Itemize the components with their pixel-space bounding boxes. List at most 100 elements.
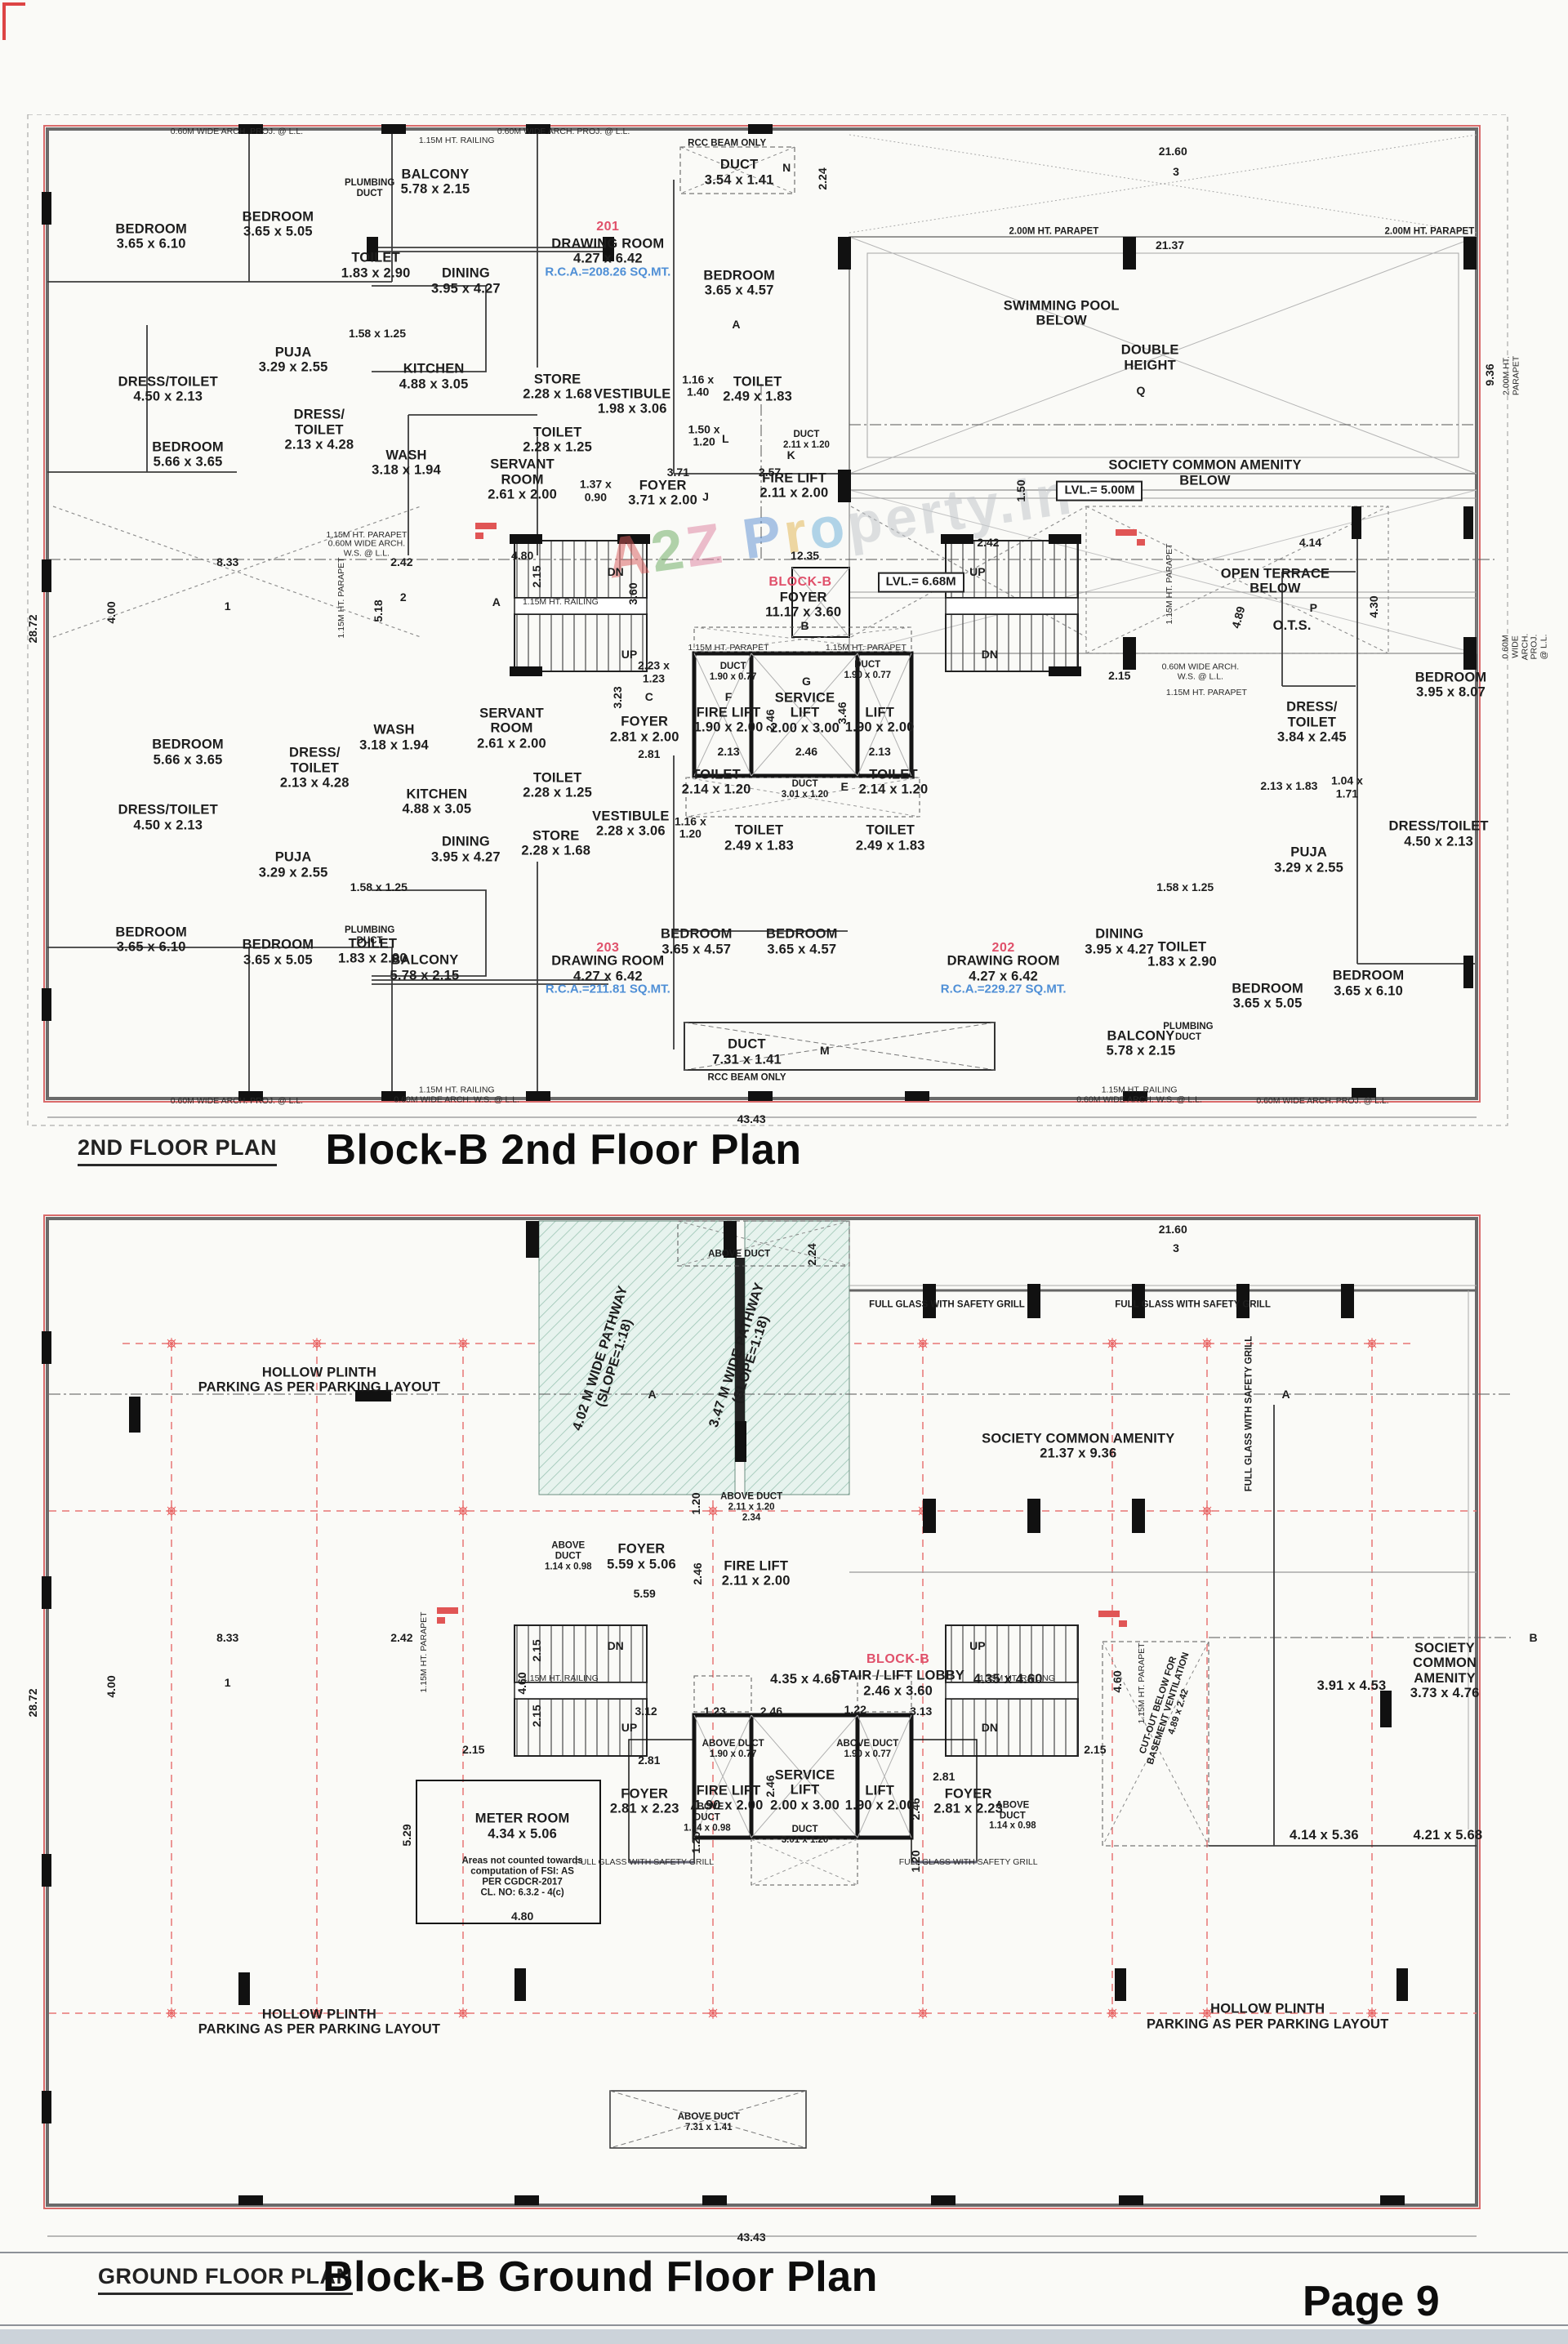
plan-label: M bbox=[820, 1043, 830, 1057]
plan-label: DRAWING ROOM 4.27 x 6.42 bbox=[551, 954, 665, 984]
plan-label: 1.15M HT. PARAPET bbox=[336, 557, 347, 639]
plan-label: A bbox=[1281, 1387, 1290, 1401]
plan-label: 1.15M HT. RAILING 0.60M WIDE ARCH. W.S. … bbox=[1076, 1085, 1202, 1105]
plan-label: BEDROOM 3.95 x 8.07 bbox=[1414, 670, 1487, 700]
plan-label: DUCT 1.90 x 0.77 bbox=[844, 659, 892, 680]
plan-label: R.C.A.=229.27 SQ.MT. bbox=[940, 982, 1067, 996]
plan-label: 0.60M WIDE ARCH. PROJ. @ L.L. bbox=[170, 1096, 304, 1107]
scan-bottom-strip bbox=[0, 2329, 1568, 2344]
plan-label: 2.81 bbox=[933, 1770, 956, 1784]
plan-label: 2.15 bbox=[1084, 1743, 1107, 1757]
plan-label: 1.16 x 1.20 bbox=[674, 814, 706, 840]
plan-label: 1.15M HT. RAILING bbox=[522, 597, 599, 608]
plan-label: SOCIETY COMMON AMENITY 3.73 x 4.76 bbox=[1410, 1640, 1480, 1701]
plan-label: 201 bbox=[596, 220, 620, 234]
plan-label: TOILET 1.83 x 2.90 bbox=[337, 936, 408, 966]
plan-label: DUCT 3.01 x 1.20 bbox=[781, 778, 829, 800]
plan-label: 3.46 bbox=[835, 702, 849, 724]
watermark-letter: A bbox=[602, 520, 656, 590]
plan-label: STAIR / LIFT LOBBY 2.46 x 3.60 bbox=[831, 1668, 965, 1699]
plan-label: 2.57 bbox=[758, 466, 782, 479]
plan-label: DN bbox=[607, 1639, 624, 1653]
plan-label: TOILET 2.49 x 1.83 bbox=[855, 822, 925, 853]
plan-label: PLUMBING DUCT bbox=[344, 925, 395, 946]
plan-label: BALCONY 5.78 x 2.15 bbox=[390, 952, 460, 983]
plan-label: HOLLOW PLINTH PARKING AS PER PARKING LAY… bbox=[198, 1365, 441, 1395]
plan-label: 2.15 bbox=[530, 565, 544, 589]
plan-label: DN bbox=[981, 647, 998, 661]
plan-label: STORE 2.28 x 1.68 bbox=[523, 372, 593, 402]
plan-label: 0.60M WIDE ARCH. PROJ. @ L.L. bbox=[1256, 1096, 1389, 1107]
ground-floor-plan: HOLLOW PLINTH PARKING AS PER PARKING LAY… bbox=[24, 1209, 1552, 2254]
plan-label: HOLLOW PLINTH PARKING AS PER PARKING LAY… bbox=[1146, 2001, 1389, 2032]
plan-label: 1.15M HT. PARAPET bbox=[688, 643, 769, 653]
plan-label: 3.23 bbox=[611, 686, 625, 709]
plan-label: TOILET 2.28 x 1.25 bbox=[523, 425, 593, 455]
plan-label: FOYER 5.59 x 5.06 bbox=[607, 1541, 676, 1572]
plan-label: DRESS/ TOILET 3.84 x 2.45 bbox=[1277, 699, 1347, 745]
plan-label: 1.50 x 1.20 bbox=[688, 422, 720, 448]
plan-label: TOILET 2.28 x 1.25 bbox=[523, 770, 593, 800]
plan-label: 2.46 bbox=[764, 1774, 777, 1798]
plan-label: A bbox=[648, 1387, 657, 1401]
plan-label: 1 bbox=[224, 1676, 231, 1690]
plan-label: 1.16 x 1.40 bbox=[682, 372, 715, 399]
plan-label: DN bbox=[607, 565, 624, 579]
plan-label: 3.71 bbox=[666, 466, 689, 479]
plan-label: BLOCK-B bbox=[866, 1651, 930, 1666]
plan-label: FOYER 2.81 x 2.23 bbox=[609, 1786, 679, 1816]
plan-label: P bbox=[1309, 600, 1317, 614]
plan-label: 43.43 bbox=[737, 2230, 766, 2244]
plan-label: 1.23 bbox=[703, 1704, 726, 1718]
plan-label: LIFT 1.90 x 2.00 bbox=[844, 705, 915, 735]
plan-label: DUCT 3.01 x 1.20 bbox=[781, 1824, 829, 1845]
plan-label: BEDROOM 3.65 x 6.10 bbox=[115, 221, 187, 252]
second-floor-walls bbox=[27, 114, 1508, 1126]
ground-floor-plan-label: GROUND FLOOR PLAN bbox=[98, 2264, 353, 2295]
plan-label: RCC BEAM ONLY bbox=[688, 138, 767, 149]
plan-label: 1.58 x 1.25 bbox=[1156, 880, 1214, 894]
plan-label: 3.91 x 4.53 bbox=[1316, 1678, 1387, 1693]
scan-corner-mark bbox=[2, 2, 25, 40]
plan-label: 4.14 x 5.36 bbox=[1289, 1827, 1359, 1843]
ground-floor-plan-title: Block-B Ground Floor Plan bbox=[323, 2253, 878, 2301]
plan-label: 2.46 bbox=[760, 1704, 783, 1718]
plan-label: 12.35 bbox=[791, 549, 820, 563]
plan-label: BEDROOM 3.65 x 5.05 bbox=[242, 937, 314, 968]
plan-label: 8.33 bbox=[216, 555, 239, 568]
plan-label: 1.15M HT. PARAPET bbox=[419, 1611, 430, 1693]
plan-label: 4.30 bbox=[1367, 595, 1381, 618]
plan-label: DRESS/ TOILET 2.13 x 4.28 bbox=[279, 745, 350, 791]
plan-label: SERVANT ROOM 2.61 x 2.00 bbox=[477, 706, 546, 751]
plan-label: 43.43 bbox=[737, 1112, 766, 1125]
plan-label: A bbox=[492, 595, 501, 609]
plan-label: 1.20 bbox=[688, 1831, 702, 1854]
plan-label: 4.60 bbox=[514, 1672, 528, 1695]
plan-label: 0.60M WIDE ARCH. PROJ. @ L.L. bbox=[170, 126, 304, 136]
plan-label: 2.46 bbox=[795, 745, 818, 759]
plan-label: SERVICE LIFT 2.00 x 3.00 bbox=[770, 690, 840, 736]
plan-label: SWIMMING POOL BELOW bbox=[1003, 298, 1120, 328]
footer-rule-top bbox=[0, 2252, 1568, 2253]
plan-label: FULL GLASS WITH SAFETY GRILL bbox=[1115, 1299, 1271, 1310]
plan-label: RCC BEAM ONLY bbox=[707, 1072, 786, 1083]
plan-label: 28.72 bbox=[26, 1688, 40, 1718]
plan-label: FIRE LIFT 2.11 x 2.00 bbox=[721, 1558, 791, 1589]
plan-label: 4.14 bbox=[1298, 535, 1322, 549]
plan-label: SERVICE LIFT 2.00 x 3.00 bbox=[770, 1767, 840, 1812]
plan-label: TOILET 1.83 x 2.90 bbox=[1147, 939, 1217, 969]
plan-label: ABOVE DUCT 1.90 x 0.77 bbox=[702, 1738, 764, 1759]
plan-label: E bbox=[840, 780, 849, 794]
plan-label: 1.50 bbox=[1014, 479, 1028, 502]
plan-label: 5.18 bbox=[371, 599, 385, 622]
plan-label: 8.33 bbox=[216, 1631, 239, 1645]
plan-label: 1.04 x 1.71 bbox=[1330, 773, 1363, 800]
plan-label: 2.13 bbox=[868, 745, 891, 759]
plan-label: LVL.= 5.00M bbox=[1056, 480, 1143, 501]
plan-label: BEDROOM 3.65 x 4.57 bbox=[703, 268, 775, 298]
second-floor-plan-label: 2ND FLOOR PLAN bbox=[78, 1135, 278, 1166]
plan-label: 2.15 bbox=[462, 1743, 485, 1757]
plan-label: 2.42 bbox=[390, 555, 413, 568]
plan-label: 4.80 bbox=[510, 1909, 534, 1923]
plan-label: FULL GLASS WITH SAFETY GRILL bbox=[1244, 1335, 1254, 1492]
